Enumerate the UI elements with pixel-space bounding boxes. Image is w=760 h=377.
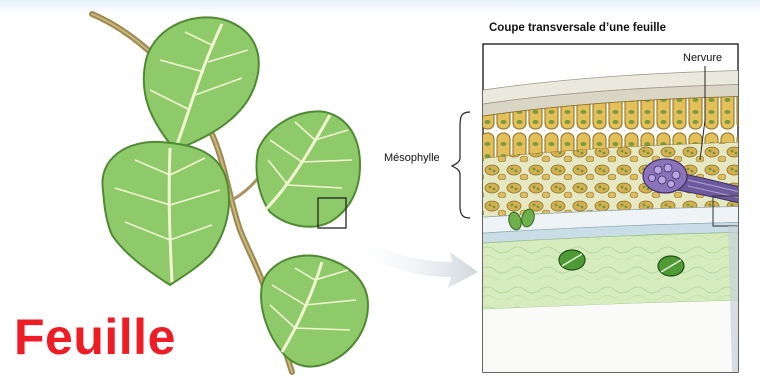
page-title: Feuille [14, 312, 176, 362]
leaf-left [102, 142, 229, 285]
leaf-bottom [261, 256, 368, 367]
zoom-arrow [344, 232, 478, 288]
leaf-top [144, 17, 259, 150]
label-nervure: Nervure [683, 52, 722, 64]
mesophylle-bracket [452, 112, 470, 218]
label-mesophylle: Mésophylle [384, 152, 440, 164]
leaf-right [257, 111, 361, 228]
cross-section-panel [452, 44, 760, 377]
section-title: Coupe transversale d’une feuille [489, 22, 739, 34]
